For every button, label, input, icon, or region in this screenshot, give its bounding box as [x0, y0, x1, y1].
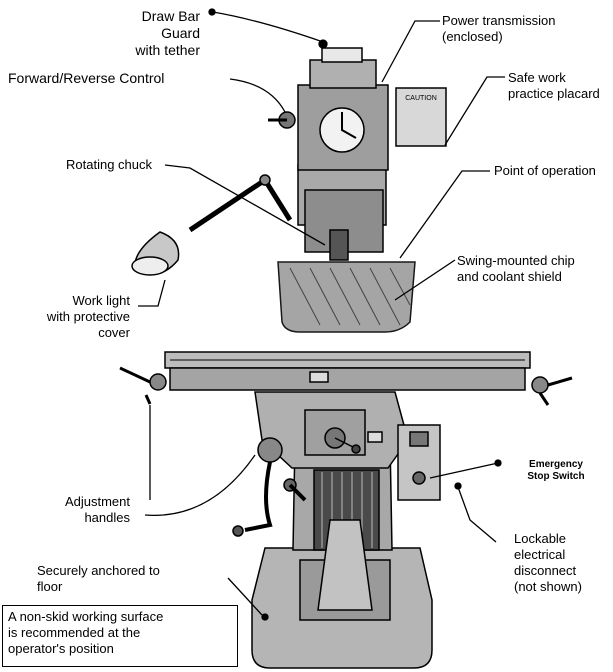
label-rotating-chuck: Rotating chuck	[66, 157, 152, 172]
shield-hatching	[289, 267, 411, 326]
work-light-arm	[188, 176, 293, 233]
leader-draw-bar	[212, 11, 324, 43]
leader-lockable	[457, 486, 497, 543]
caution-placard-text: CAUTION	[405, 95, 437, 102]
leader-chip-shield	[394, 259, 456, 301]
label-power-transmission: Power transmission (enclosed)	[442, 13, 556, 44]
leader-anchored	[227, 577, 263, 616]
label-anchored: Securely anchored to floor	[37, 563, 160, 594]
label-chip-shield: Swing-mounted chip and coolant shield	[457, 253, 575, 284]
rotating-chuck	[329, 229, 349, 261]
leader-work-light	[138, 279, 166, 307]
leader-rotating-chuck	[164, 164, 326, 246]
motor-housing	[309, 59, 377, 89]
caution-placard	[395, 87, 447, 147]
machine-table-lower	[169, 367, 526, 391]
label-lockable: Lockable electrical disconnect (not show…	[514, 531, 582, 594]
leader-adjustment	[144, 454, 256, 516]
label-point-of-operation: Point of operation	[494, 163, 596, 178]
leader-safe-work	[444, 76, 505, 146]
leader-forward-reverse	[229, 78, 286, 113]
label-forward-reverse: Forward/Reverse Control	[8, 70, 165, 86]
column-pedestal	[317, 519, 373, 611]
emergency-stop-button	[412, 471, 426, 485]
milling-machine: CAUTION	[119, 47, 573, 669]
table-handwheel-left	[149, 373, 167, 391]
non-skid-note: A non-skid working surface is recommende…	[2, 605, 238, 667]
leader-point-op	[399, 170, 490, 259]
label-adjustment-handles: Adjustment handles	[64, 494, 130, 525]
knee-crank-hub	[257, 437, 283, 463]
label-work-light: Work light with protective cover	[46, 293, 130, 340]
leader-power	[381, 20, 440, 83]
draw-bar-guard	[321, 47, 363, 63]
label-safe-work: Safe work practice placard	[508, 70, 600, 101]
leader-lines	[138, 8, 505, 621]
table-handwheel-right	[531, 376, 549, 394]
chip-coolant-shield	[277, 261, 416, 333]
knee-crank-handle	[244, 461, 273, 532]
leader-emergency	[429, 462, 499, 479]
label-emergency-stop: Emergency Stop Switch	[527, 459, 585, 482]
label-draw-bar-guard: Draw Bar Guard with tether	[135, 8, 200, 58]
